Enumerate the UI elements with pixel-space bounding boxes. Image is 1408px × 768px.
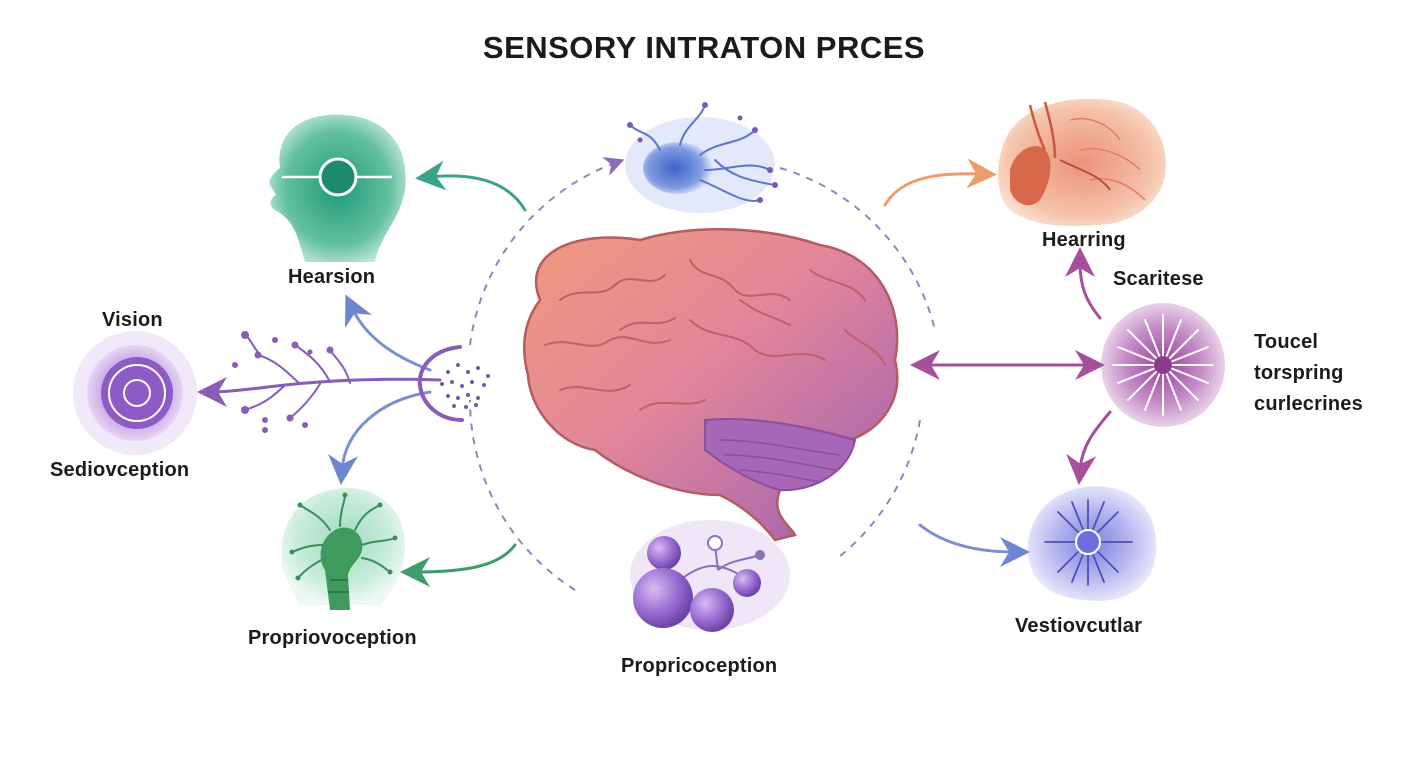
eye-circle-icon [73,331,197,455]
label-sediovception: Sediovception [50,459,190,481]
brain-icon [522,228,899,542]
ear-anatomy-icon [998,98,1166,227]
neuron-cluster-icon [625,102,778,213]
head-receptor-icon [280,488,405,610]
label-touch-line-2: torspring [1254,362,1344,384]
label-hearring: Hearring [1042,229,1126,251]
label-scaritese: Scaritese [1113,268,1204,290]
vestibular-receptor-icon [1027,486,1157,601]
molecule-spheres-icon [630,520,790,632]
dashed-orbit [469,157,936,591]
touch-receptor-icon [1101,303,1225,427]
nerve-branch-icon [197,294,490,485]
label-touch-line-1: Toucel [1254,331,1319,353]
diagram-title: SENSORY INTRATON PRCES [482,30,926,65]
label-propricoception: Propricoception [621,655,778,677]
label-propriovoception: Propriovoception [248,627,417,649]
label-touch-line-3: curlecrines [1254,393,1363,415]
head-eye-icon [269,114,406,262]
label-touch: Toucel torspring curlecrines [1254,327,1363,420]
label-hearsion: Hearsion [288,266,376,288]
flow-arrows [400,158,1112,587]
label-vestiovcutlar: Vestiovcutlar [1015,615,1143,637]
label-vision: Vision [102,309,163,331]
